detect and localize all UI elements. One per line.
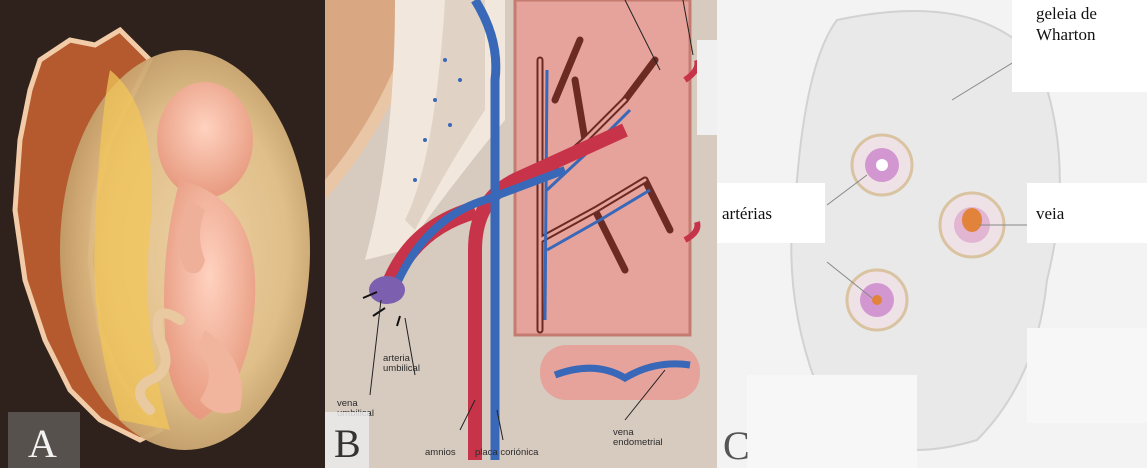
blank-placeholder-between — [697, 40, 717, 135]
fetus-illustration — [0, 0, 325, 468]
artery-upper — [852, 135, 912, 195]
cord-cut-end — [369, 276, 405, 304]
placenta-illustration — [325, 0, 717, 468]
label-veia: veia — [1036, 204, 1064, 224]
blank-box-bottom-left — [747, 375, 917, 468]
panel-a-fetus-photo: A — [0, 0, 325, 468]
label-amnios: amnios — [425, 448, 456, 458]
label-arteria-umbilical-2: umbilical — [383, 364, 420, 374]
label-geleia-line2: Wharton — [1036, 25, 1095, 45]
artery-lower — [847, 270, 907, 330]
panel-letter-a: A — [28, 424, 57, 464]
fetus-head — [157, 82, 253, 198]
blank-box-bottom-right — [1027, 328, 1147, 423]
label-arterias: artérias — [722, 204, 772, 224]
panel-c-cord-cross-section: geleia de Wharton artérias veia C — [717, 0, 1147, 468]
label-geleia-line1: geleia de — [1036, 4, 1097, 24]
panel-letter-c: C — [723, 426, 750, 466]
panel-b-placenta-diagram: vena umbilical arteria umbilical amnios … — [325, 0, 717, 468]
label-placa-corionica: placa coriónica — [475, 448, 538, 458]
label-vena-endometrial-2: endometrial — [613, 438, 663, 448]
panel-letter-b: B — [334, 424, 361, 464]
